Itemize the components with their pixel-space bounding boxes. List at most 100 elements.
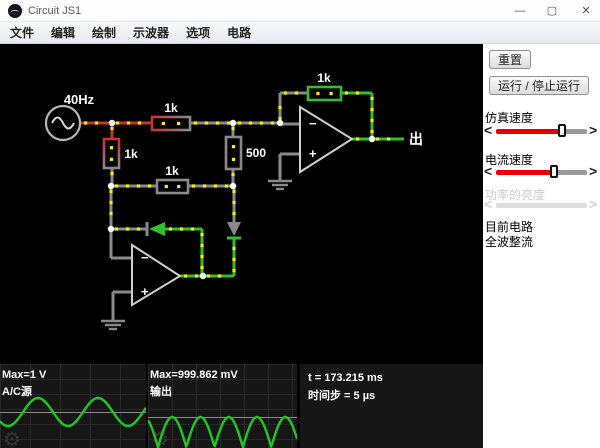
- current-dot: [370, 107, 374, 112]
- junction-node: [108, 119, 116, 127]
- slider-left-arrow[interactable]: <: [484, 122, 493, 138]
- diode-D1[interactable]: [149, 222, 165, 236]
- current-dot: [278, 116, 282, 121]
- maximize-button[interactable]: ▢: [546, 5, 558, 17]
- current-dot: [226, 121, 231, 125]
- current-dot: [179, 227, 184, 231]
- junction-node: [199, 272, 207, 280]
- current-dot: [125, 227, 130, 231]
- resistor-R1[interactable]: [150, 115, 192, 132]
- slider-right-arrow[interactable]: >: [589, 163, 598, 179]
- scope-grid: [148, 364, 297, 448]
- junction-node: [107, 182, 115, 190]
- slider-track-filled[interactable]: [496, 170, 554, 175]
- resistor-label-R3: 1k: [165, 164, 179, 178]
- slider-track-filled[interactable]: [496, 129, 562, 134]
- current-dot: [193, 121, 198, 125]
- current-dot: [232, 200, 236, 205]
- slider-right-arrow[interactable]: >: [589, 196, 598, 212]
- current-dot: [248, 121, 253, 125]
- scope-max-label: Max=1 V: [2, 369, 47, 381]
- minimize-button[interactable]: —: [514, 5, 526, 17]
- reset-button[interactable]: 重置: [489, 50, 532, 69]
- current-dot: [344, 91, 349, 95]
- current-dot: [83, 121, 88, 125]
- slider-right-arrow[interactable]: >: [589, 122, 598, 138]
- resistor-R2[interactable]: [102, 137, 121, 170]
- waveform-trace: [148, 415, 297, 448]
- close-button[interactable]: ✕: [581, 5, 591, 17]
- resistor-R5[interactable]: [306, 85, 343, 102]
- output-label: 出: [409, 131, 423, 147]
- menu-item-0[interactable]: 文件: [10, 26, 35, 40]
- slider-track-empty[interactable]: [554, 170, 587, 175]
- current-dot: [370, 118, 374, 123]
- current-dot: [232, 246, 236, 251]
- sim-time: t = 173.215 ms: [308, 372, 383, 384]
- current-circuit-label: 目前电路: [485, 220, 534, 234]
- current-dot: [232, 189, 236, 194]
- current-dot: [194, 274, 199, 278]
- current-dot: [370, 96, 374, 101]
- resistor-label-R5: 1k: [317, 71, 331, 85]
- current-dot: [329, 91, 333, 96]
- current-dot: [200, 265, 204, 270]
- scope-settings-gear-icon[interactable]: ⚙: [3, 429, 21, 448]
- slider-1: <>: [483, 163, 600, 179]
- slider-left-arrow[interactable]: <: [484, 163, 493, 179]
- resistor-R3[interactable]: [155, 178, 190, 195]
- window-title: Circuit JS1: [28, 5, 82, 17]
- time-step: 时间步 = 5 µs: [308, 390, 376, 402]
- slider-track-empty[interactable]: [562, 129, 587, 134]
- slider-label-2: 功率的亮度: [485, 188, 546, 202]
- resistor-R4[interactable]: [224, 135, 243, 171]
- resistor-label-R1: 1k: [164, 101, 178, 115]
- current-dot: [109, 157, 114, 161]
- slider-label-0: 仿真速度: [485, 111, 534, 125]
- opamp-1-plus-label: +: [309, 146, 317, 161]
- control-sidebar: 重置 运行 / 停止运行 仿真速度<>电流速度<>功率的亮度<> 目前电路 全波…: [483, 44, 600, 448]
- opamp-2-plus-label: +: [141, 284, 149, 299]
- current-dot: [191, 184, 196, 188]
- current-dot: [232, 257, 236, 262]
- current-dot: [177, 184, 181, 189]
- junction-node: [229, 182, 237, 190]
- current-dot: [206, 274, 211, 278]
- current-dot: [231, 126, 235, 131]
- opamp-1-minus-label: −: [309, 116, 317, 131]
- slider-left-arrow[interactable]: <: [484, 196, 493, 212]
- menu-item-3[interactable]: 示波器: [133, 26, 170, 40]
- current-dot: [213, 184, 218, 188]
- current-dot: [125, 184, 130, 188]
- current-dot: [375, 137, 380, 141]
- junction-node: [368, 135, 376, 143]
- title-bar: Circuit JS1 — ▢ ✕: [0, 0, 600, 22]
- opamp-1[interactable]: [299, 105, 354, 174]
- scope-trace-name: A/C源: [2, 386, 32, 398]
- current-dot: [355, 91, 360, 95]
- current-dot: [232, 211, 236, 216]
- current-dot: [200, 232, 204, 237]
- run-stop-button[interactable]: 运行 / 停止运行: [489, 76, 590, 95]
- source-freq-label: 40Hz: [64, 92, 95, 107]
- slider-0: <>: [483, 122, 600, 138]
- menu-item-4[interactable]: 选项: [186, 26, 211, 40]
- current-dot: [110, 126, 114, 131]
- slider-handle[interactable]: [558, 124, 566, 137]
- current-dot: [259, 121, 264, 125]
- diode-D2[interactable]: [227, 222, 241, 236]
- current-dot: [370, 129, 374, 134]
- menu-item-1[interactable]: 编辑: [51, 26, 76, 40]
- opamp-2[interactable]: [131, 243, 182, 307]
- resistor-label-R4: 500: [246, 146, 266, 160]
- slider-handle[interactable]: [550, 165, 558, 178]
- scope-zero-line: [0, 412, 146, 413]
- current-dot: [114, 184, 119, 188]
- scope-panel-0[interactable]: Max=1 V A/C源 ⚙: [0, 364, 146, 448]
- menu-item-5[interactable]: 电路: [227, 26, 252, 40]
- menu-item-2[interactable]: 绘制: [92, 26, 117, 40]
